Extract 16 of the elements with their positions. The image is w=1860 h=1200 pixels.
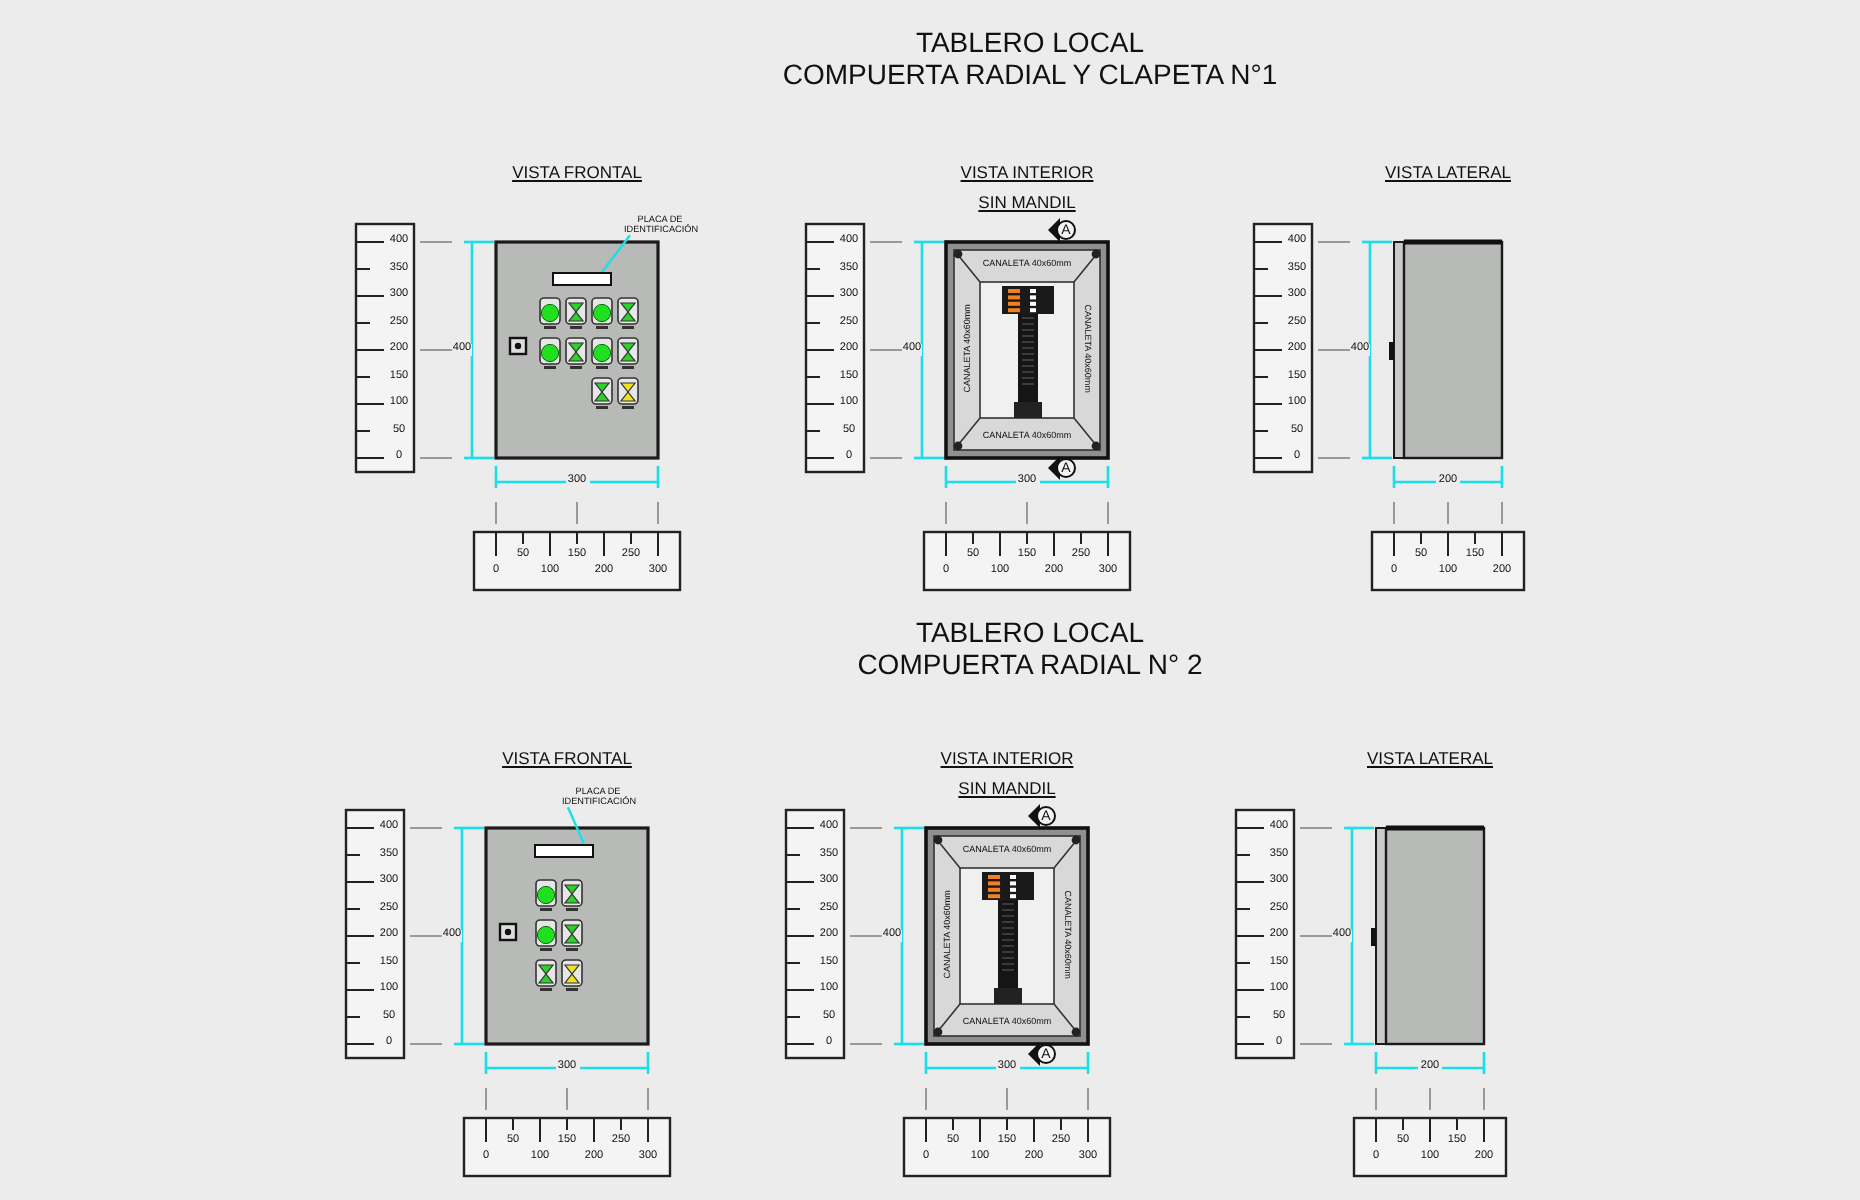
leader-line [566,806,586,845]
leader-line [601,234,631,273]
heading: TABLERO LOCAL [913,28,1147,56]
heading: TABLERO LOCAL [913,618,1147,646]
heading: COMPUERTA RADIAL N° 2 [855,650,1205,678]
view-title: SIN MANDIL [956,780,1058,797]
heading: COMPUERTA RADIAL Y CLAPETA N°1 [780,60,1280,88]
view-title: VISTA FRONTAL [510,164,644,181]
view-title: VISTA LATERAL [1383,164,1513,181]
identification-plate [534,844,594,858]
view-title: VISTA LATERAL [1365,750,1495,767]
view-title: VISTA INTERIOR [938,750,1076,767]
view-title: SIN MANDIL [976,194,1078,211]
view-title: VISTA FRONTAL [500,750,634,767]
identification-plate [552,272,612,286]
view-title: VISTA INTERIOR [958,164,1096,181]
